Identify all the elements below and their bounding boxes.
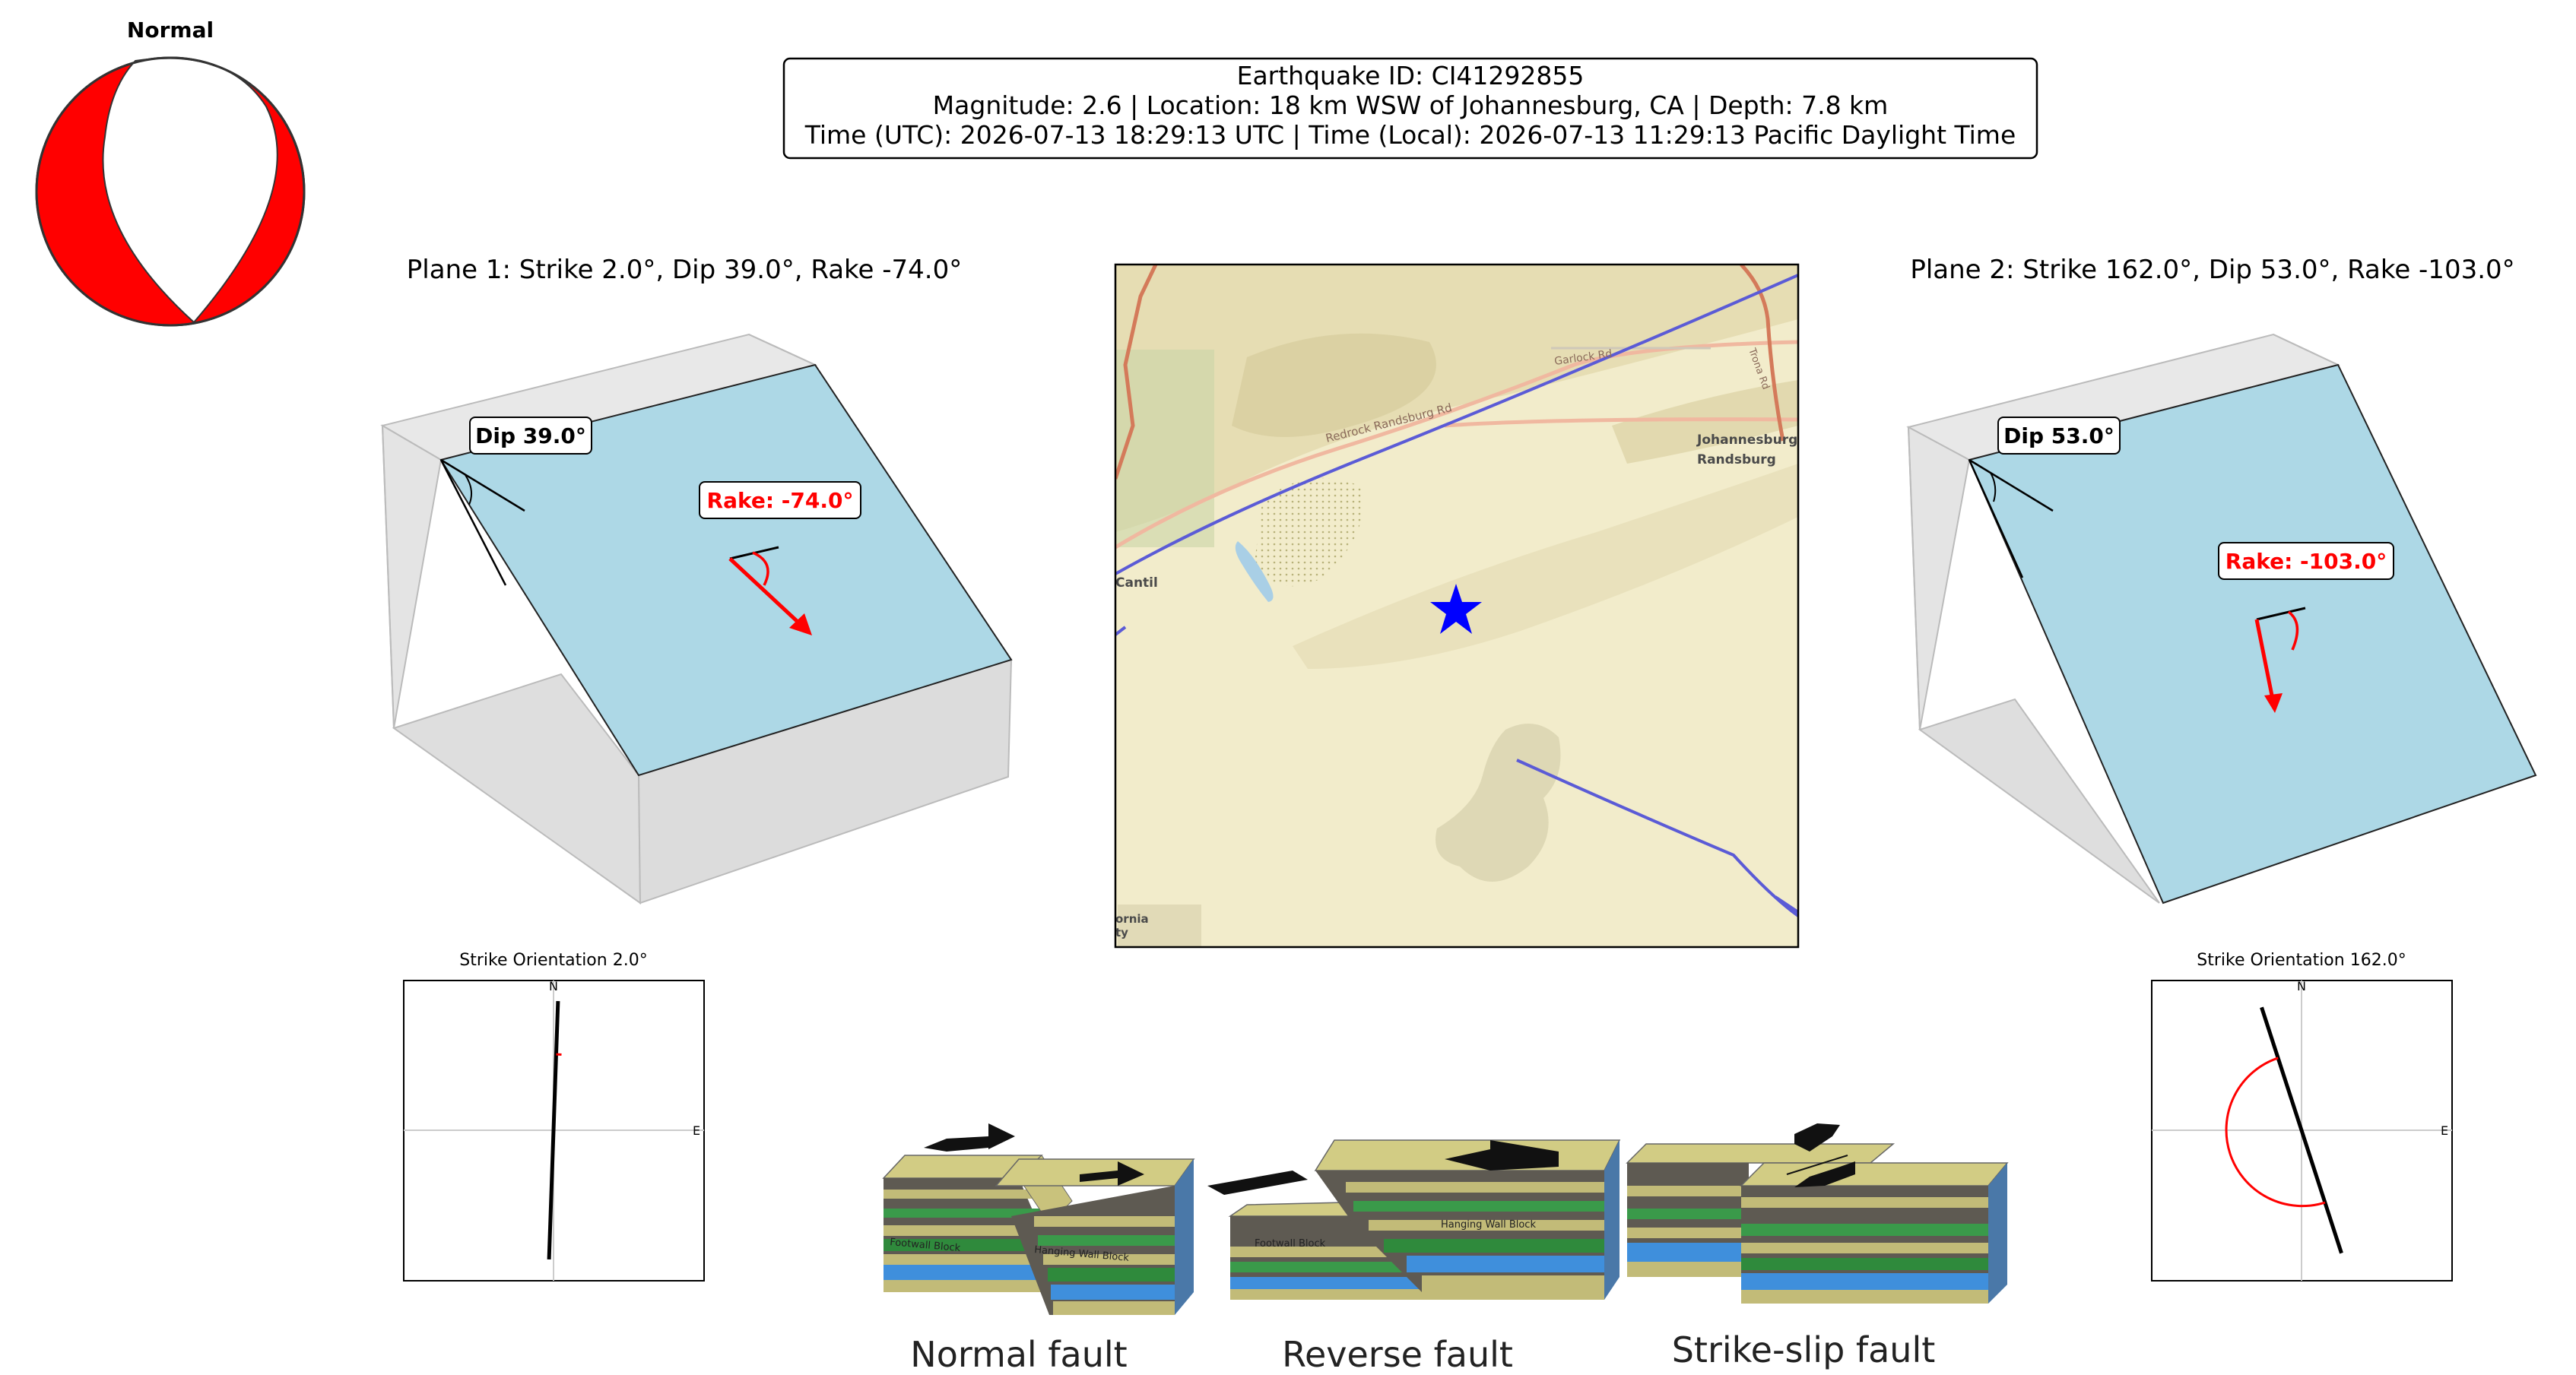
earthquake-id: Earthquake ID: CI41292855	[1237, 61, 1585, 90]
plane2-strike-arc	[2225, 1057, 2326, 1208]
fault-types-illustration: Footwall Block Hanging Wall Block Normal…	[882, 1123, 2009, 1375]
plane2-strike-line	[2260, 1006, 2343, 1254]
earthquake-info-box: Earthquake ID: CI41292855 Magnitude: 2.6…	[782, 57, 2038, 160]
strike-slip-fault-label: Strike-slip fault	[1672, 1329, 1936, 1370]
plane1-dip-label: Dip 39.0°	[469, 417, 592, 455]
map-place-partial-2: ty	[1115, 926, 1128, 939]
plane2-compass-title: Strike Orientation 162.0°	[2197, 951, 2406, 970]
epicenter-star-icon	[1430, 584, 1482, 634]
plane2-east-label: E	[2441, 1123, 2448, 1138]
plane1-strike-line	[547, 1001, 560, 1259]
plane1-title: Plane 1: Strike 2.0°, Dip 39.0°, Rake -7…	[407, 255, 962, 285]
svg-text:Dip 53.0°: Dip 53.0°	[2003, 423, 2114, 448]
svg-text:Rake: -74.0°: Rake: -74.0°	[707, 488, 854, 513]
reverse-hanging-wall-label: Hanging Wall Block	[1441, 1219, 1536, 1231]
magnitude-location-depth: Magnitude: 2.6 | Location: 18 km WSW of …	[933, 90, 1889, 120]
svg-text:Dip 39.0°: Dip 39.0°	[475, 423, 586, 448]
plane2-rake-label: Rake: -103.0°	[2218, 542, 2394, 580]
beachball-diagram	[35, 56, 306, 327]
reverse-fault-label: Reverse fault	[1282, 1334, 1513, 1375]
plane1-strike-compass: Strike Orientation 2.0° N E	[403, 951, 705, 1282]
map-place-johannesburg: Johannesburg	[1696, 432, 1797, 448]
beachball-label: Normal	[127, 17, 214, 43]
strike-slip-fault-diagram: Strike-slip fault	[1626, 1123, 2009, 1370]
plane1-compass-title: Strike Orientation 2.0°	[459, 951, 647, 970]
plane1-east-label: E	[693, 1123, 700, 1138]
map-place-randsburg: Randsburg	[1697, 452, 1776, 467]
plane1-panel: Plane 1: Strike 2.0°, Dip 39.0°, Rake -7…	[380, 255, 1013, 1282]
plane2-title: Plane 2: Strike 162.0°, Dip 53.0°, Rake …	[1910, 255, 2514, 285]
plane2-dip-label: Dip 53.0°	[1997, 417, 2121, 455]
plane2-fault-plane	[1968, 363, 2537, 905]
plane2-strike-compass: Strike Orientation 162.0° N E	[2151, 951, 2453, 1282]
reverse-footwall-label: Footwall Block	[1255, 1238, 1326, 1250]
plane2-panel: Plane 2: Strike 162.0°, Dip 53.0°, Rake …	[1906, 255, 2537, 1282]
svg-text:Rake: -103.0°: Rake: -103.0°	[2225, 549, 2387, 574]
map-place-cantil: Cantil	[1115, 575, 1158, 591]
normal-fault-diagram: Footwall Block Hanging Wall Block Normal…	[882, 1123, 1195, 1375]
event-time: Time (UTC): 2026-07-13 18:29:13 UTC | Ti…	[804, 120, 2016, 150]
plane1-north-label: N	[549, 979, 558, 993]
map-place-partial-1: ornia	[1115, 912, 1149, 926]
plane1-rake-label: Rake: -74.0°	[699, 481, 861, 519]
plane2-block-diagram	[1906, 333, 2537, 905]
location-map: Redrock Randsburg Rd Garlock Rd Trona Rd…	[1114, 263, 1800, 949]
normal-fault-label: Normal fault	[910, 1334, 1127, 1375]
plane2-north-label: N	[2297, 979, 2306, 993]
plane1-fault-plane	[439, 363, 1013, 777]
reverse-fault-diagram: Footwall Block Hanging Wall Block Revers…	[1207, 1139, 1621, 1375]
plane1-block-diagram	[380, 333, 1013, 905]
beachball-panel: Normal	[35, 17, 306, 327]
